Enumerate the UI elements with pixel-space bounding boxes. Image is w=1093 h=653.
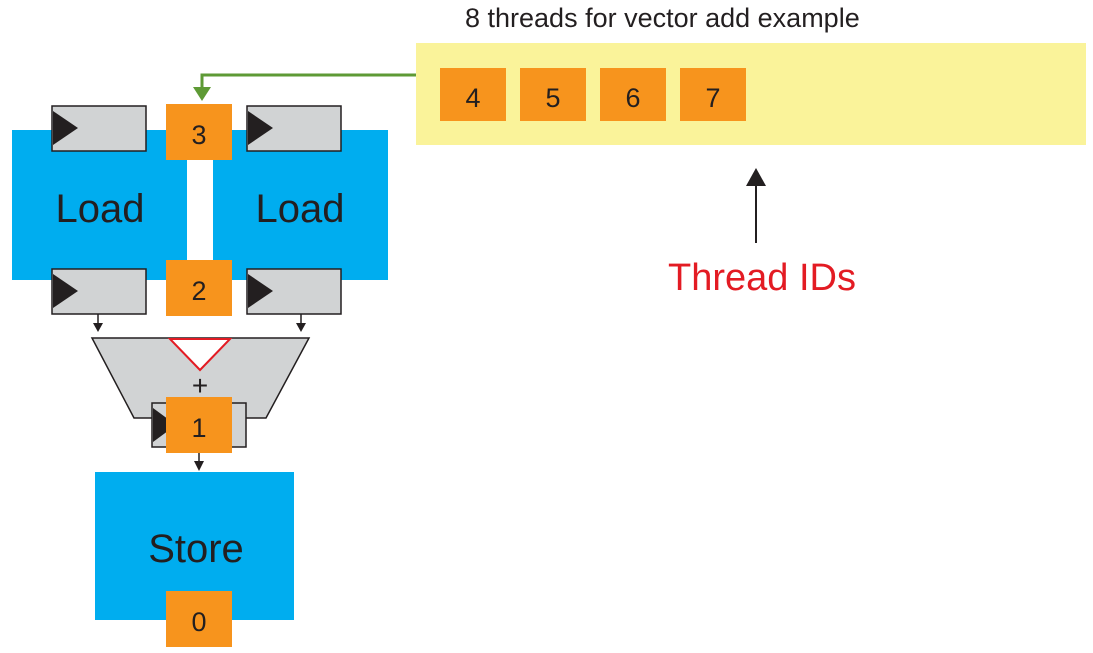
down-arrow-icon [93,323,103,332]
register-clock-icon [53,111,78,145]
queue-thread-box: 4 [440,68,506,121]
thread-ids-callout: Thread IDs [668,257,856,299]
load-stage-left-label: Load [56,187,145,231]
thread-box-load-top: 3 [166,104,232,160]
queue-thread-id: 6 [625,83,640,113]
thread-id: 0 [191,607,206,637]
register-clock-icon [153,408,176,442]
thread-box-adder: 1 [166,397,232,453]
load-stage-right [213,130,388,280]
diagram-title: 8 threads for vector add example [465,3,860,33]
up-arrow-icon [746,168,766,186]
thread-id: 3 [191,120,206,150]
down-arrow-icon [296,323,306,332]
thread-box-load-bottom: 2 [166,260,232,316]
queue-thread-id: 7 [705,83,720,113]
thread-box-store: 0 [166,591,232,647]
pipeline-register [51,105,147,152]
dispatch-connector-line [200,73,416,88]
thread-queue-panel [416,43,1086,145]
load-stage-left [12,130,187,280]
queue-thread-box: 5 [520,68,586,121]
queue-thread-box: 7 [680,68,746,121]
queue-thread-id: 4 [465,83,480,113]
register-clock-icon [248,274,273,308]
load-stage-right-label: Load [256,187,345,231]
thread-id: 1 [191,413,206,443]
queue-thread-box: 6 [600,68,666,121]
pipeline-register [246,105,342,152]
register-clock-icon [248,111,273,145]
adder-input-marker [167,338,233,372]
adder-plus-symbol: + [192,370,208,401]
dispatch-arrowhead-icon [193,87,211,101]
down-arrow-icon [194,461,204,471]
pipeline-register [246,268,342,315]
register-clock-icon [53,274,78,308]
thread-id: 2 [191,276,206,306]
store-stage-label: Store [148,527,244,571]
adder-unit [90,337,311,419]
queue-thread-id: 5 [545,83,560,113]
pipeline-register [51,268,147,315]
